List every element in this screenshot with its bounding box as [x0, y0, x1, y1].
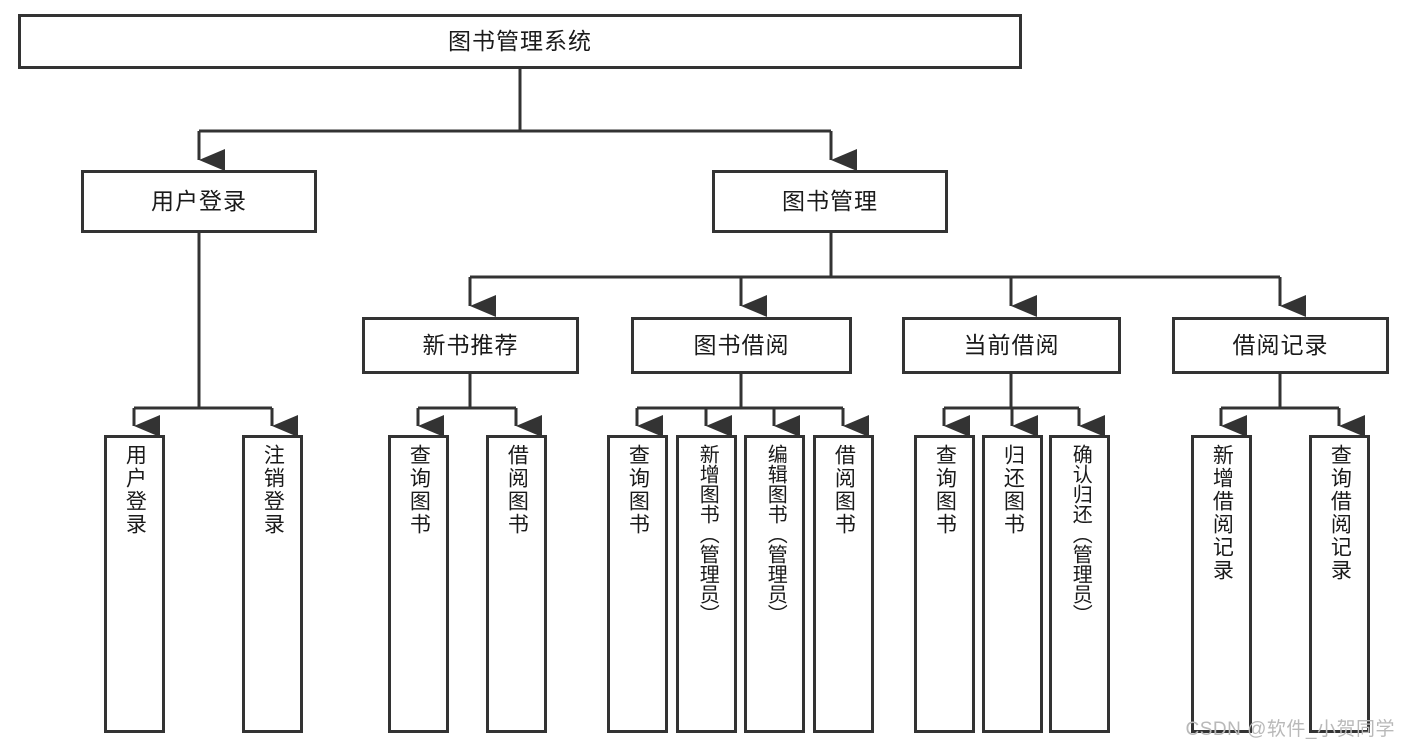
node-book-management-label: 图书管理	[782, 188, 878, 215]
node-leaf-query-book-2-label: 查询图书	[626, 444, 650, 536]
node-leaf-edit-book[interactable]: 编辑图书（管理员）	[744, 435, 805, 733]
node-leaf-add-book-label: 新增图书（管理员）	[696, 444, 719, 624]
node-borrow-record[interactable]: 借阅记录	[1172, 317, 1389, 374]
node-book-borrow[interactable]: 图书借阅	[631, 317, 852, 374]
node-leaf-add-record-label: 新增借阅记录	[1210, 444, 1234, 582]
node-leaf-query-book-3-label: 查询图书	[933, 444, 957, 536]
node-leaf-add-book[interactable]: 新增图书（管理员）	[676, 435, 737, 733]
node-current-borrow[interactable]: 当前借阅	[902, 317, 1121, 374]
watermark-text: CSDN @软件_小贺同学	[1185, 719, 1395, 740]
node-borrow-record-label: 借阅记录	[1232, 332, 1329, 359]
node-leaf-query-book-1-label: 查询图书	[407, 444, 431, 536]
node-leaf-query-record[interactable]: 查询借阅记录	[1309, 435, 1370, 733]
node-leaf-query-book-3[interactable]: 查询图书	[914, 435, 975, 733]
node-leaf-borrow-book-2[interactable]: 借阅图书	[813, 435, 874, 733]
node-leaf-borrow-book-1-label: 借阅图书	[505, 444, 529, 536]
edges-bookborrow-to-leaves	[635, 374, 869, 437]
edges-userlogin-to-leaves	[132, 233, 298, 437]
node-leaf-add-record[interactable]: 新增借阅记录	[1191, 435, 1252, 733]
edges-borrowrecord-to-leaves	[1219, 374, 1365, 437]
node-root[interactable]: 图书管理系统	[18, 14, 1022, 69]
node-leaf-confirm-return[interactable]: 确认归还（管理员）	[1049, 435, 1110, 733]
node-user-login-label: 用户登录	[151, 188, 247, 215]
node-leaf-query-book-1[interactable]: 查询图书	[388, 435, 449, 733]
node-leaf-return-book-label: 归还图书	[1001, 444, 1025, 536]
edges-bookmgmt-to-level3	[468, 233, 1306, 317]
node-leaf-return-book[interactable]: 归还图书	[982, 435, 1043, 733]
node-leaf-borrow-book-1[interactable]: 借阅图书	[486, 435, 547, 733]
node-new-book-recommend-label: 新书推荐	[422, 332, 519, 359]
edges-newbook-to-leaves	[416, 374, 542, 437]
edges-currentborrow-to-leaves	[942, 374, 1105, 437]
node-leaf-logout-label: 注销登录	[261, 444, 285, 536]
edges-root-to-level2	[197, 69, 857, 171]
node-current-borrow-label: 当前借阅	[963, 332, 1060, 359]
node-leaf-logout[interactable]: 注销登录	[242, 435, 303, 733]
node-user-login[interactable]: 用户登录	[81, 170, 317, 233]
node-leaf-query-record-label: 查询借阅记录	[1328, 444, 1352, 582]
node-leaf-confirm-return-label: 确认归还（管理员）	[1069, 444, 1092, 624]
node-leaf-edit-book-label: 编辑图书（管理员）	[764, 444, 787, 624]
node-leaf-query-book-2[interactable]: 查询图书	[607, 435, 668, 733]
node-leaf-borrow-book-2-label: 借阅图书	[832, 444, 856, 536]
node-book-borrow-label: 图书借阅	[693, 332, 790, 359]
node-root-label: 图书管理系统	[448, 28, 592, 55]
node-leaf-user-login[interactable]: 用户登录	[104, 435, 165, 733]
node-book-management[interactable]: 图书管理	[712, 170, 948, 233]
node-new-book-recommend[interactable]: 新书推荐	[362, 317, 579, 374]
node-leaf-user-login-label: 用户登录	[123, 444, 147, 536]
